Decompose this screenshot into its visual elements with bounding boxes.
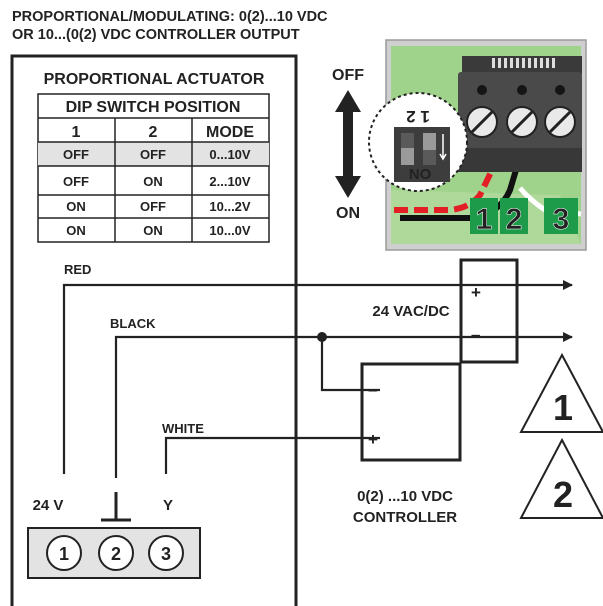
connector-pin-number: 2	[111, 544, 121, 564]
terminal-board-illustration	[385, 39, 587, 251]
column-header-1: 1	[72, 124, 81, 141]
connector-pin-1	[46, 535, 82, 571]
double-arrow-icon	[335, 90, 361, 198]
warning-triangle-2	[519, 437, 603, 519]
wire-label-red: RED	[64, 262, 91, 277]
table-title: DIP SWITCH POSITION	[66, 99, 241, 116]
junction-dot	[317, 332, 327, 342]
terminal-number-1: 1	[476, 203, 493, 236]
table-cell: ON	[143, 223, 163, 238]
table-cell: OFF	[140, 147, 166, 162]
dip-switch-numbers: 1 2	[406, 107, 430, 126]
column-header-2: 2	[149, 124, 158, 141]
warning-triangle-1	[519, 352, 603, 433]
connector-pin-number: 3	[161, 544, 171, 564]
ground-symbol-icon	[101, 492, 131, 522]
table-cell: 10...2V	[209, 199, 251, 214]
dip-switch-table: DIP SWITCH POSITION 1 2 MODE OFF OFF 0..…	[37, 93, 270, 243]
table-row-highlight	[38, 142, 269, 166]
terminal-number-3: 3	[553, 203, 570, 236]
table-cell: 2...10V	[209, 174, 251, 189]
terminal-number-2: 2	[506, 203, 523, 236]
title-line-2: OR 10...(0(2) VDC CONTROLLER OUTPUT	[12, 27, 300, 43]
dip-switch-zoom: 1 2 ON	[368, 92, 468, 192]
table-cell: ON	[66, 223, 86, 238]
wire-label-black: BLACK	[110, 316, 156, 331]
title-line-1: PROPORTIONAL/MODULATING: 0(2)...10 VDC	[12, 9, 328, 25]
controller-minus-sign: –	[368, 380, 377, 399]
dip-switch-on-label: ON	[409, 165, 432, 182]
power-label: 24 VAC/DC	[372, 303, 449, 320]
table-cell: ON	[143, 174, 163, 189]
table-cell: ON	[66, 199, 86, 214]
connector-pin-2	[98, 535, 134, 571]
table-cell: OFF	[140, 199, 166, 214]
wire-label-white: WHITE	[162, 421, 204, 436]
table-cell: 0...10V	[209, 147, 251, 162]
power-supply-box	[459, 258, 519, 364]
connector-label-y: Y	[163, 497, 173, 514]
table-cell: OFF	[63, 147, 89, 162]
controller-label-line-2: CONTROLLER	[353, 509, 457, 526]
connector-pin-number: 1	[59, 544, 69, 564]
controller-label-line-1: 0(2) ...10 VDC	[357, 488, 453, 505]
power-minus-sign: –	[471, 325, 480, 344]
table-cell: OFF	[63, 174, 89, 189]
connector-label-24v: 24 V	[33, 497, 64, 514]
controller-box	[360, 362, 462, 462]
actuator-housing	[10, 54, 298, 606]
power-plus-sign: +	[471, 283, 481, 302]
column-header-mode: MODE	[206, 124, 254, 141]
off-label: OFF	[332, 67, 364, 84]
table-cell: 10...0V	[209, 223, 251, 238]
warning-number-2: 2	[553, 474, 573, 515]
connector-pin-3	[148, 535, 184, 571]
wires	[62, 280, 573, 478]
controller-plus-sign: +	[368, 430, 378, 449]
actuator-heading: PROPORTIONAL ACTUATOR	[44, 71, 265, 88]
warning-number-1: 1	[553, 387, 573, 428]
on-label: ON	[336, 205, 360, 222]
